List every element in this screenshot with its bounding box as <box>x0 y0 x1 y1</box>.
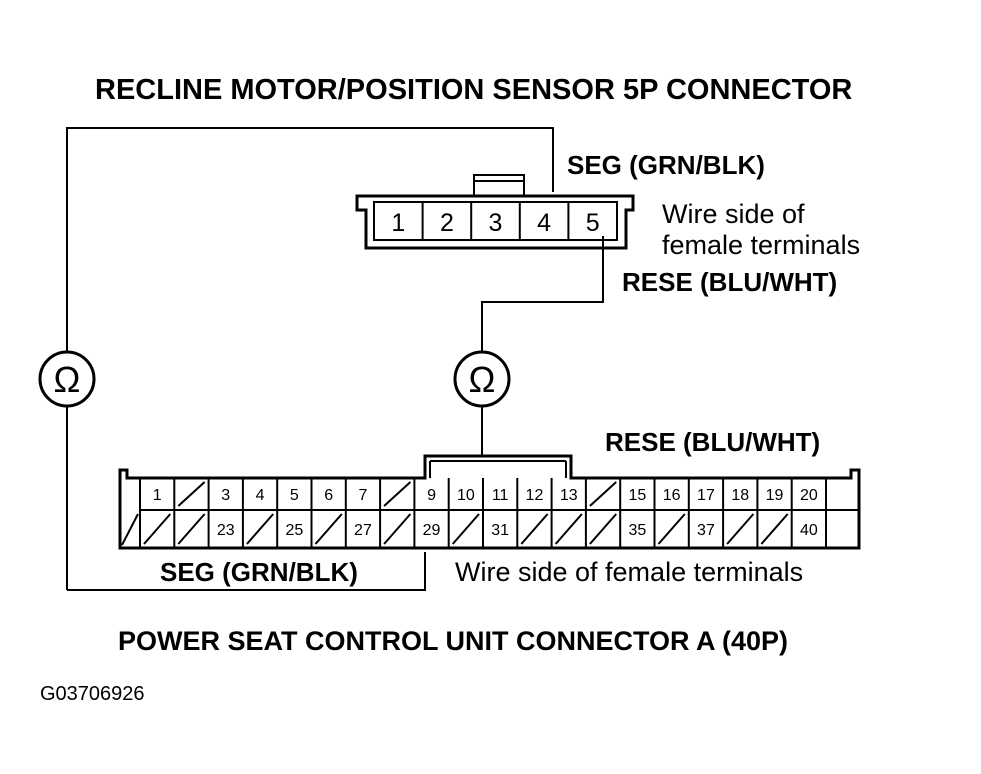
ohmmeter-left: Ω <box>38 350 96 408</box>
pin-40p-20: 20 <box>800 487 818 504</box>
empty-cavity <box>177 513 206 545</box>
bottom-connector-title: POWER SEAT CONTROL UNIT CONNECTOR A (40P… <box>118 626 788 656</box>
pin-40p-5: 5 <box>290 487 299 504</box>
seg-wire-bottom <box>67 552 426 591</box>
pin-40p-35: 35 <box>628 522 646 539</box>
pin-40p-29: 29 <box>423 522 441 539</box>
pin-40p-19: 19 <box>766 487 784 504</box>
ohm-icon: Ω <box>469 359 496 400</box>
empty-cavity <box>451 513 480 545</box>
connector-5p-body <box>355 194 635 250</box>
pin-5p-2: 2 <box>440 209 454 237</box>
seg-wire-top <box>66 127 554 353</box>
empty-cavity <box>554 513 583 545</box>
empty-cavity <box>760 513 789 545</box>
empty-cavity <box>383 513 412 545</box>
pin-5p-3: 3 <box>489 209 503 237</box>
wire-side-label-bottom: Wire side of female terminals <box>455 557 803 587</box>
pin-40p-7: 7 <box>358 487 367 504</box>
connector-40p-body <box>118 454 861 550</box>
pin-40p-9: 9 <box>427 487 436 504</box>
seg-label-bottom: SEG (GRN/BLK) <box>160 557 358 587</box>
ohm-icon: Ω <box>54 359 81 400</box>
top-connector-title: RECLINE MOTOR/POSITION SENSOR 5P CONNECT… <box>95 74 852 106</box>
empty-cavity <box>726 513 755 545</box>
empty-cavity <box>589 481 617 507</box>
pin-5p-1: 1 <box>391 209 405 237</box>
pin-40p-12: 12 <box>526 487 544 504</box>
rese-label-lower: RESE (BLU/WHT) <box>605 427 820 457</box>
ohmmeter-right: Ω <box>453 350 511 408</box>
pin-40p-31: 31 <box>491 522 509 539</box>
pin-40p-1: 1 <box>153 487 162 504</box>
empty-cavity <box>657 513 686 545</box>
seg-label-top: SEG (GRN/BLK) <box>567 150 765 180</box>
rese-wire-upper <box>481 236 604 353</box>
empty-cavity <box>520 513 549 545</box>
empty-cavity <box>143 513 172 545</box>
wire-side-label-top-1: Wire side of <box>662 199 805 229</box>
pin-40p-3: 3 <box>221 487 230 504</box>
pin-40p-18: 18 <box>731 487 749 504</box>
pin-40p-23: 23 <box>217 522 235 539</box>
empty-cavity <box>383 481 412 507</box>
pin-5p-5: 5 <box>586 209 600 237</box>
empty-cavity <box>589 513 617 545</box>
pin-40p-27: 27 <box>354 522 372 539</box>
pin-40p-11: 11 <box>492 487 509 504</box>
rese-label-upper: RESE (BLU/WHT) <box>622 267 837 297</box>
empty-cavity <box>314 513 343 545</box>
pin-40p-4: 4 <box>256 487 265 504</box>
connector-5p-lock-tab <box>473 174 525 197</box>
pin-40p-6: 6 <box>324 487 333 504</box>
empty-cavity <box>177 481 206 507</box>
pin-5p-4: 4 <box>537 209 551 237</box>
pin-40p-13: 13 <box>560 487 578 504</box>
wire-side-label-top-2: female terminals <box>662 230 860 260</box>
pin-40p-16: 16 <box>663 487 681 504</box>
empty-cavity <box>246 513 274 545</box>
pin-40p-17: 17 <box>697 487 715 504</box>
pin-40p-25: 25 <box>285 522 303 539</box>
connector-5p: 1 2 3 4 5 <box>355 174 635 250</box>
figure-id: G03706926 <box>40 683 145 705</box>
pin-40p-37: 37 <box>697 522 715 539</box>
pin-40p-10: 10 <box>457 487 475 504</box>
pin-40p-40: 40 <box>800 522 818 539</box>
pin-40p-15: 15 <box>628 487 646 504</box>
